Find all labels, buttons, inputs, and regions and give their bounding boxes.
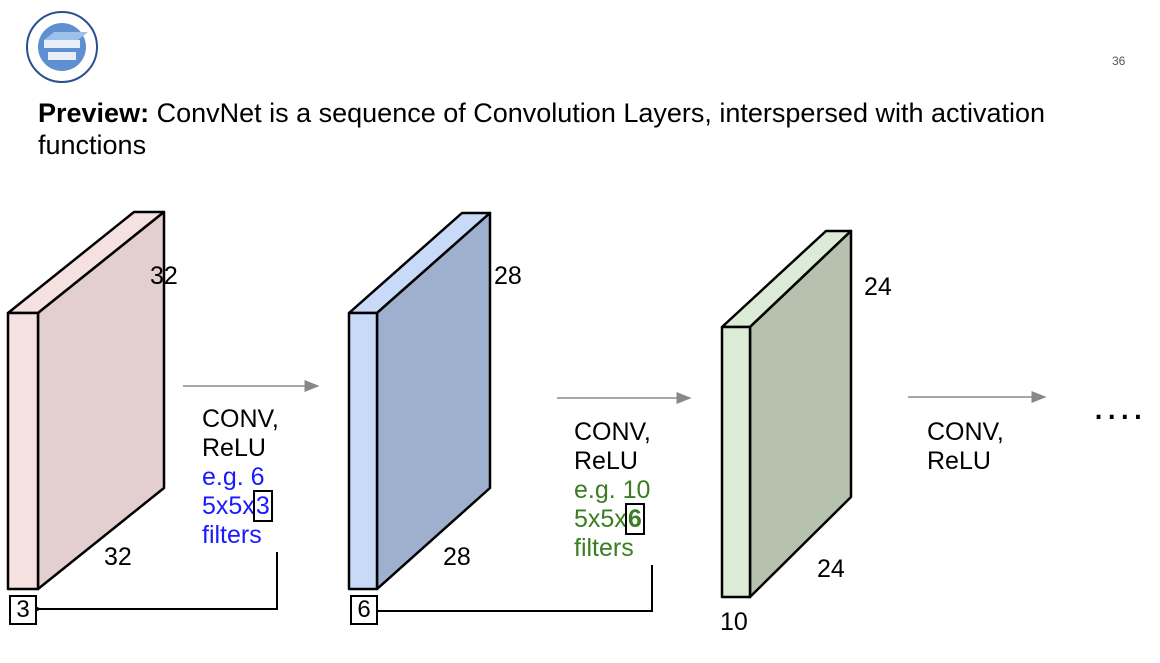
op-2-size-depth: 6	[624, 503, 645, 535]
op-1-label: CONV, ReLU e.g. 6 5x5x3 filters	[202, 405, 279, 550]
volume-2-depth-label: 6	[350, 595, 378, 625]
volume-2-height-label: 28	[494, 262, 522, 290]
op-1-size: 5x5x3	[202, 490, 279, 522]
op-1-line2: ReLU	[202, 434, 266, 462]
volume-3-front-face	[720, 325, 752, 599]
op-3-line2: ReLU	[927, 447, 991, 475]
op-1-line1: CONV,	[202, 405, 279, 433]
op-2-label: CONV, ReLU e.g. 10 5x5x6 filters	[574, 418, 651, 563]
op-3-line1: CONV,	[927, 418, 1004, 446]
op-1-size-depth: 3	[252, 490, 273, 522]
volume-3-height-label: 24	[864, 273, 892, 301]
volume-3-width-label: 24	[817, 555, 845, 583]
page-number: 36	[1112, 54, 1126, 68]
volume-3-depth-label: 10	[720, 608, 748, 636]
op-1-eg: e.g. 6	[202, 463, 265, 491]
depth-arrow-1	[17, 552, 278, 619]
depth-arrow-2	[357, 565, 653, 621]
op-2-size: 5x5x6	[574, 503, 651, 535]
op-2-line2: ReLU	[574, 447, 638, 475]
volume-1-depth-label: 3	[9, 595, 37, 625]
op-1-size-prefix: 5x5x	[202, 492, 255, 520]
school-logo	[8, 10, 116, 84]
title-bold: Preview:	[38, 98, 150, 128]
volume-2-width-label: 28	[443, 543, 471, 571]
volume-2-side-face	[375, 211, 492, 591]
op-3-label: CONV, ReLU	[927, 418, 1004, 476]
volume-2-front-face	[347, 311, 379, 591]
slide-title: Preview: ConvNet is a sequence of Convol…	[38, 97, 1118, 161]
op-1-filters: filters	[202, 521, 262, 549]
input-volume	[6, 210, 166, 591]
op-2-size-prefix: 5x5x	[574, 505, 627, 533]
volume-1-side-face	[36, 210, 166, 591]
conv1-volume	[347, 211, 492, 591]
op-2-filters: filters	[574, 534, 634, 562]
op-2-eg: e.g. 10	[574, 476, 651, 504]
volume-1-height-label: 32	[150, 262, 178, 290]
continuation-dots: ....	[1093, 384, 1146, 428]
op-2-line1: CONV,	[574, 418, 651, 446]
title-rest: ConvNet is a sequence of Convolution Lay…	[38, 98, 1046, 160]
volume-1-width-label: 32	[104, 543, 132, 571]
volume-1-front-face	[6, 311, 40, 591]
conv2-volume	[720, 229, 853, 599]
